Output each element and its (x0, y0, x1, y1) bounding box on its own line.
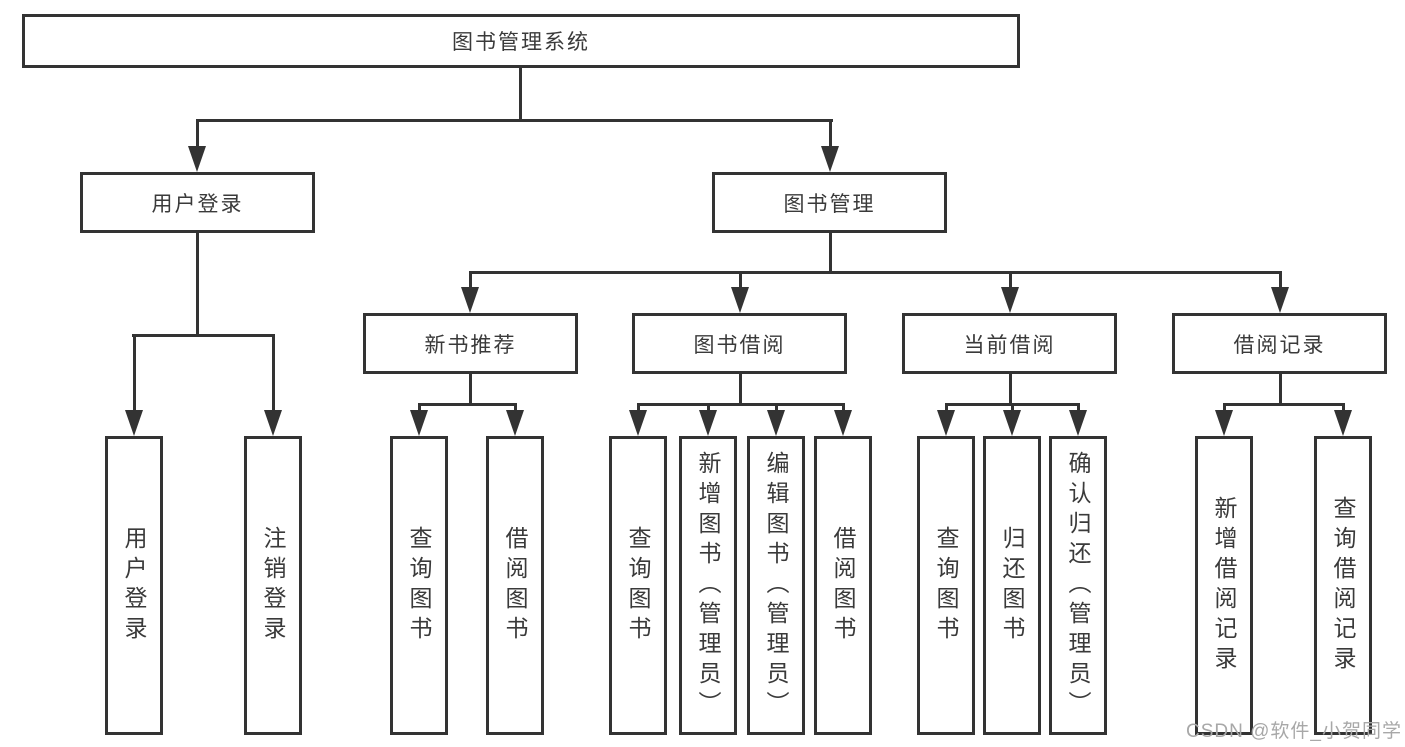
leaf-cb-query-books-label: 查询图书 (933, 525, 959, 646)
connector-vline (133, 337, 136, 414)
node-library-system: 图书管理系统 (22, 14, 1020, 68)
arrowhead-down-icon (937, 410, 955, 436)
connector-vline (1009, 274, 1012, 292)
arrowhead-down-icon (188, 146, 206, 172)
leaf-nb-borrow-books-label: 借阅图书 (502, 525, 528, 646)
leaf-br-add-record: 新增借阅记录 (1195, 436, 1253, 735)
arrowhead-down-icon (1003, 410, 1021, 436)
leaf-logout: 注销登录 (244, 436, 302, 735)
node-borrow-records: 借阅记录 (1172, 313, 1387, 374)
connector-vline (519, 68, 522, 120)
leaf-nb-borrow-books: 借阅图书 (486, 436, 544, 735)
connector-hline (418, 403, 517, 406)
connector-hline (196, 119, 833, 122)
leaf-user-login-label: 用户登录 (121, 525, 147, 646)
leaf-br-query-record: 查询借阅记录 (1314, 436, 1372, 735)
node-book-borrow: 图书借阅 (632, 313, 847, 374)
leaf-cb-confirm-return-admin-label: 确认归还（管理员） (1065, 450, 1091, 721)
connector-hline (469, 271, 1282, 274)
node-book-borrow-label: 图书借阅 (693, 333, 786, 357)
leaf-cb-return-books: 归还图书 (983, 436, 1041, 735)
node-user-login-label: 用户登录 (151, 192, 244, 216)
connector-hline (637, 403, 845, 406)
node-new-book-recommend: 新书推荐 (363, 313, 578, 374)
connector-hline (1223, 403, 1345, 406)
arrowhead-down-icon (821, 146, 839, 172)
arrowhead-down-icon (767, 410, 785, 436)
connector-vline (272, 337, 275, 414)
arrowhead-down-icon (1069, 410, 1087, 436)
leaf-br-query-record-label: 查询借阅记录 (1330, 495, 1356, 676)
connector-vline (469, 274, 472, 292)
csdn-watermark: CSDN @软件_小贺同学 (1186, 721, 1402, 742)
leaf-br-add-record-label: 新增借阅记录 (1211, 495, 1237, 676)
arrowhead-down-icon (699, 410, 717, 436)
node-book-management-label: 图书管理 (783, 192, 876, 216)
connector-vline (829, 233, 832, 273)
leaf-bb-add-books-admin-label: 新增图书（管理员） (695, 450, 721, 721)
node-library-system-label: 图书管理系统 (452, 31, 590, 54)
node-book-management: 图书管理 (712, 172, 947, 233)
arrowhead-down-icon (264, 410, 282, 436)
connector-vline (1279, 274, 1282, 292)
leaf-cb-confirm-return-admin: 确认归还（管理员） (1049, 436, 1107, 735)
arrowhead-down-icon (731, 287, 749, 313)
leaf-nb-query-books-label: 查询图书 (406, 525, 432, 646)
node-borrow-records-label: 借阅记录 (1233, 333, 1326, 357)
arrowhead-down-icon (1334, 410, 1352, 436)
node-current-borrow-label: 当前借阅 (963, 333, 1056, 357)
connector-vline (739, 374, 742, 406)
leaf-bb-add-books-admin: 新增图书（管理员） (679, 436, 737, 735)
arrowhead-down-icon (629, 410, 647, 436)
leaf-user-login: 用户登录 (105, 436, 163, 735)
arrowhead-down-icon (1271, 287, 1289, 313)
connector-vline (739, 274, 742, 292)
leaf-cb-return-books-label: 归还图书 (999, 525, 1025, 646)
arrowhead-down-icon (410, 410, 428, 436)
connector-hline (132, 334, 275, 337)
connector-vline (1279, 374, 1282, 406)
leaf-bb-edit-books-admin-label: 编辑图书（管理员） (763, 450, 789, 721)
connector-vline (1009, 374, 1012, 406)
arrowhead-down-icon (1215, 410, 1233, 436)
leaf-bb-borrow-books: 借阅图书 (814, 436, 872, 735)
node-user-login: 用户登录 (80, 172, 315, 233)
leaf-logout-label: 注销登录 (260, 525, 286, 646)
connector-vline (196, 122, 199, 148)
leaf-bb-query-books-label: 查询图书 (625, 525, 651, 646)
leaf-nb-query-books: 查询图书 (390, 436, 448, 735)
arrowhead-down-icon (461, 287, 479, 313)
arrowhead-down-icon (834, 410, 852, 436)
leaf-bb-borrow-books-label: 借阅图书 (830, 525, 856, 646)
arrowhead-down-icon (125, 410, 143, 436)
arrowhead-down-icon (1001, 287, 1019, 313)
connector-vline (829, 122, 832, 148)
leaf-bb-query-books: 查询图书 (609, 436, 667, 735)
node-current-borrow: 当前借阅 (902, 313, 1117, 374)
node-new-book-recommend-label: 新书推荐 (424, 333, 517, 357)
connector-vline (196, 233, 199, 336)
leaf-bb-edit-books-admin: 编辑图书（管理员） (747, 436, 805, 735)
connector-vline (469, 374, 472, 406)
arrowhead-down-icon (506, 410, 524, 436)
connector-hline (945, 403, 1080, 406)
leaf-cb-query-books: 查询图书 (917, 436, 975, 735)
